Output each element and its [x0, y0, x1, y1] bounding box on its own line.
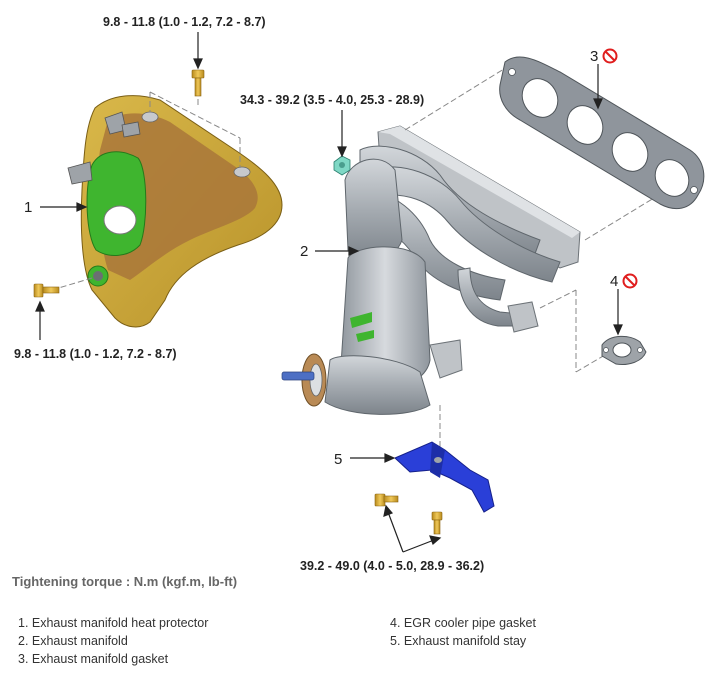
callout-2: 2: [300, 243, 308, 260]
legend-item: 4. EGR cooler pipe gasket: [390, 616, 536, 630]
callout-1: 1: [24, 199, 32, 216]
torque-label-protector-top: 9.8 - 11.8 (1.0 - 1.2, 7.2 - 8.7): [103, 15, 266, 29]
heat-protector: [67, 95, 283, 328]
manifold-nut: [333, 155, 351, 176]
leader-lines: [35, 32, 623, 553]
exhaust-manifold: [281, 125, 581, 415]
stay-bolt-left: [374, 493, 399, 507]
no-reuse-icon: [602, 48, 618, 64]
torque-unit-title: Tightening torque : N.m (kgf.m, lb-ft): [12, 574, 238, 589]
heat-protector-green-pad: [86, 151, 147, 256]
legend-left-column: 1. Exhaust manifold heat protector 2. Ex…: [18, 614, 208, 668]
legend-item: 1. Exhaust manifold heat protector: [18, 616, 209, 630]
callout-4: 4: [610, 273, 618, 290]
torque-label-stay-bolts: 39.2 - 49.0 (4.0 - 5.0, 28.9 - 36.2): [300, 559, 484, 573]
no-reuse-icon: [622, 273, 638, 289]
egr-cooler-pipe-gasket: [601, 335, 647, 365]
legend-item: 2. Exhaust manifold: [18, 634, 128, 648]
torque-label-manifold-nut: 34.3 - 39.2 (3.5 - 4.0, 25.3 - 28.9): [240, 93, 424, 107]
exhaust-manifold-stay: [394, 441, 495, 513]
legend-item: 5. Exhaust manifold stay: [390, 634, 527, 648]
protector-bottom-bolt: [33, 283, 60, 298]
legend-right-column: 4. EGR cooler pipe gasket 5. Exhaust man…: [390, 614, 536, 650]
callout-3: 3: [590, 48, 598, 65]
callout-5: 5: [334, 451, 342, 468]
protector-top-bolt: [191, 69, 205, 97]
exhaust-manifold-gasket: [499, 56, 705, 210]
legend-item: 3. Exhaust manifold gasket: [18, 652, 169, 666]
stay-bolt-right: [431, 511, 443, 535]
torque-label-protector-bottom: 9.8 - 11.8 (1.0 - 1.2, 7.2 - 8.7): [14, 347, 177, 361]
